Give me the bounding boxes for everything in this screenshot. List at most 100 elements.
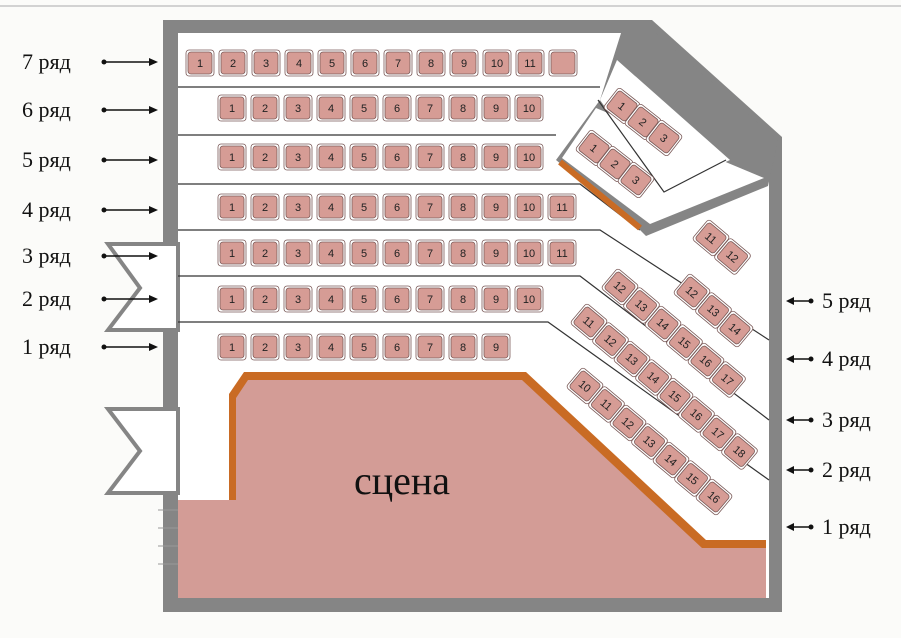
- seat[interactable]: 10: [514, 94, 544, 122]
- seat[interactable]: 3: [645, 119, 683, 157]
- seat[interactable]: 14: [644, 305, 682, 343]
- seat[interactable]: 6: [382, 94, 412, 122]
- seat[interactable]: 12: [673, 273, 711, 311]
- seat[interactable]: 4: [316, 285, 346, 313]
- seat[interactable]: 4: [316, 333, 346, 361]
- seat[interactable]: 7: [415, 143, 445, 171]
- seat[interactable]: 5: [349, 333, 379, 361]
- seat[interactable]: 1: [217, 333, 247, 361]
- seat[interactable]: 8: [448, 285, 478, 313]
- seat[interactable]: 14: [716, 310, 754, 348]
- seat[interactable]: 14: [634, 359, 672, 397]
- seat[interactable]: 15: [673, 460, 711, 498]
- seat[interactable]: 2: [250, 193, 280, 221]
- seat[interactable]: 8: [448, 143, 478, 171]
- seat[interactable]: 17: [699, 414, 737, 452]
- seat[interactable]: 8: [416, 49, 446, 77]
- seat[interactable]: 4: [316, 239, 346, 267]
- seat[interactable]: 5: [349, 239, 379, 267]
- seat[interactable]: 9: [481, 239, 511, 267]
- seat[interactable]: [548, 49, 578, 77]
- seat[interactable]: 17: [708, 361, 746, 399]
- seat[interactable]: 2: [250, 143, 280, 171]
- seat[interactable]: 5: [317, 49, 347, 77]
- seat[interactable]: 6: [382, 143, 412, 171]
- seat[interactable]: 12: [713, 238, 751, 276]
- seat[interactable]: 18: [720, 433, 758, 471]
- seat[interactable]: 8: [448, 193, 478, 221]
- seat[interactable]: 3: [283, 193, 313, 221]
- seat[interactable]: 5: [349, 143, 379, 171]
- seat[interactable]: 1: [185, 49, 215, 77]
- seat[interactable]: 2: [250, 94, 280, 122]
- seat[interactable]: 11: [547, 193, 577, 221]
- seat[interactable]: 10: [514, 239, 544, 267]
- seat[interactable]: 5: [349, 285, 379, 313]
- seat[interactable]: 10: [566, 367, 604, 405]
- seat[interactable]: 16: [695, 478, 733, 516]
- seat[interactable]: 2: [250, 285, 280, 313]
- seat[interactable]: 13: [613, 340, 651, 378]
- seat[interactable]: 8: [448, 94, 478, 122]
- seat[interactable]: 8: [448, 239, 478, 267]
- seat[interactable]: 11: [570, 303, 608, 341]
- seat[interactable]: 4: [316, 143, 346, 171]
- seat[interactable]: 7: [383, 49, 413, 77]
- seat[interactable]: 3: [283, 333, 313, 361]
- seat[interactable]: 9: [481, 143, 511, 171]
- seat[interactable]: 10: [514, 193, 544, 221]
- seat[interactable]: 1: [217, 285, 247, 313]
- seat[interactable]: 15: [665, 324, 703, 362]
- seat[interactable]: 11: [515, 49, 545, 77]
- seat[interactable]: 3: [283, 239, 313, 267]
- seat[interactable]: 3: [251, 49, 281, 77]
- seat[interactable]: 1: [217, 94, 247, 122]
- seat[interactable]: 10: [514, 285, 544, 313]
- seat[interactable]: 3: [283, 143, 313, 171]
- seat[interactable]: 5: [349, 193, 379, 221]
- seat[interactable]: 10: [482, 49, 512, 77]
- seat[interactable]: 13: [622, 287, 660, 325]
- seat[interactable]: 7: [415, 94, 445, 122]
- seat[interactable]: 8: [448, 333, 478, 361]
- seat[interactable]: 6: [382, 193, 412, 221]
- seat[interactable]: 12: [591, 322, 629, 360]
- seat[interactable]: 1: [217, 143, 247, 171]
- seat[interactable]: 7: [415, 333, 445, 361]
- seat[interactable]: 1: [217, 239, 247, 267]
- seat[interactable]: 2: [250, 333, 280, 361]
- seat[interactable]: 12: [601, 268, 639, 306]
- seat[interactable]: 13: [630, 423, 668, 461]
- seat[interactable]: 7: [415, 285, 445, 313]
- seat[interactable]: 6: [382, 285, 412, 313]
- seat[interactable]: 9: [481, 94, 511, 122]
- seat[interactable]: 7: [415, 239, 445, 267]
- seat[interactable]: 6: [382, 333, 412, 361]
- seat[interactable]: 2: [218, 49, 248, 77]
- seat[interactable]: 4: [284, 49, 314, 77]
- seat[interactable]: 9: [481, 333, 511, 361]
- seat[interactable]: 1: [217, 193, 247, 221]
- seat[interactable]: 9: [481, 193, 511, 221]
- seat[interactable]: 9: [449, 49, 479, 77]
- seat[interactable]: 16: [687, 342, 725, 380]
- seat[interactable]: 6: [382, 239, 412, 267]
- seat[interactable]: 11: [692, 219, 730, 257]
- seat[interactable]: 13: [694, 292, 732, 330]
- seat[interactable]: 2: [250, 239, 280, 267]
- seat[interactable]: 3: [617, 161, 655, 199]
- seat[interactable]: 6: [350, 49, 380, 77]
- seat[interactable]: 3: [283, 94, 313, 122]
- seat[interactable]: 11: [547, 239, 577, 267]
- seat[interactable]: 16: [677, 396, 715, 434]
- seat[interactable]: 12: [609, 404, 647, 442]
- seat[interactable]: 5: [349, 94, 379, 122]
- seat[interactable]: 4: [316, 193, 346, 221]
- seat[interactable]: 11: [587, 386, 625, 424]
- seat[interactable]: 7: [415, 193, 445, 221]
- seat[interactable]: 9: [481, 285, 511, 313]
- seat[interactable]: 3: [283, 285, 313, 313]
- seat[interactable]: 10: [514, 143, 544, 171]
- seat[interactable]: 4: [316, 94, 346, 122]
